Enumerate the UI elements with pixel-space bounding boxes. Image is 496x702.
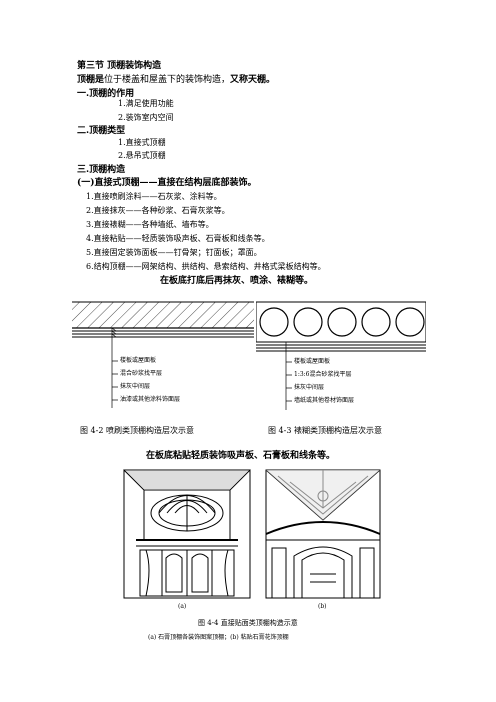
- fig43-label-2: 1:3:6混合砂浆找平层: [294, 371, 352, 378]
- figure-4-4a-illustration: [123, 469, 251, 599]
- fig42-label-1: 楼板或屋面板: [120, 357, 157, 364]
- definition-text: 位于楼盖和屋盖下的装饰构造，: [104, 75, 231, 85]
- figure-4-4a-label: (a): [178, 603, 187, 610]
- fig43-label-1: 楼板或屋面板: [294, 358, 331, 365]
- figure-4-2-caption: 图 4-2 喷刷类顶棚构造层次示意: [80, 426, 194, 435]
- figure-4-3-caption: 图 4-3 裱糊类顶棚构造层次示意: [268, 426, 382, 435]
- definition-term: 顶棚是: [77, 75, 105, 85]
- part3-sub-heading: (一)直接式顶棚——直接在结构层底部装饰。: [77, 178, 257, 188]
- part1-item-1: 1.满足使用功能: [118, 99, 174, 108]
- part2-item-2: 2.悬吊式顶棚: [118, 151, 166, 160]
- part1-heading: 一.顶棚的作用: [77, 89, 135, 99]
- part3-note1: 在板底打底后再抹灰、喷涂、裱糊等。: [160, 276, 314, 286]
- part1-item-2: 2.装饰室内空间: [118, 113, 174, 122]
- figure-4-4b-label: (b): [318, 603, 327, 610]
- part3-item-1: 1.直接喷刷涂料——石灰浆、涂料等。: [86, 192, 222, 201]
- definition-line: 顶棚是位于楼盖和屋盖下的装饰构造，又称天棚。: [77, 76, 275, 85]
- figure-4-3-diagram: [256, 301, 426, 410]
- figure-4-4-caption: 图 4-4 直接贴面类顶棚构造示意: [198, 619, 298, 627]
- part3-item-5: 5.直接固定装饰面板——钉骨架；钉面板；罩面。: [86, 248, 262, 257]
- part3-item-4: 4.直接粘贴——轻质装饰吸声板、石膏板和线条等。: [86, 234, 270, 243]
- fig43-label-3: 抹灰中间层: [294, 384, 325, 391]
- part3-item-2: 2.直接抹灰——各种砂浆、石膏灰浆等。: [86, 206, 230, 215]
- figure-4-4-subcaption: (a) 石膏顶棚各装饰图案顶棚；(b) 粘贴石膏花饰顶棚: [148, 634, 289, 641]
- figure-4-2-diagram: [72, 301, 254, 408]
- fig42-label-4: 油漆或其他涂料饰面层: [120, 396, 181, 403]
- section-title: 第三节 顶棚装饰构造: [77, 61, 162, 71]
- fig43-label-4: 墙纸或其他卷材饰面层: [294, 397, 355, 404]
- fig42-label-2: 混合砂浆找平层: [120, 370, 163, 377]
- part3-note2: 在板底粘贴轻质装饰吸声板、石膏板和线条等。: [146, 451, 336, 461]
- definition-alias: 又称天棚。: [230, 75, 276, 85]
- part3-item-6: 6.结构顶棚——网架结构、拱结构、悬索结构、井格式梁板结构等。: [86, 262, 326, 271]
- part3-item-3: 3.直接裱糊——各种墙纸、墙布等。: [86, 220, 214, 229]
- figure-4-4b-illustration: [265, 469, 381, 599]
- part2-heading: 二.顶棚类型: [77, 126, 126, 136]
- part3-heading: 三.顶棚构造: [77, 165, 126, 175]
- part2-item-1: 1.直接式顶棚: [118, 138, 166, 147]
- fig42-label-3: 抹灰中间层: [120, 383, 151, 390]
